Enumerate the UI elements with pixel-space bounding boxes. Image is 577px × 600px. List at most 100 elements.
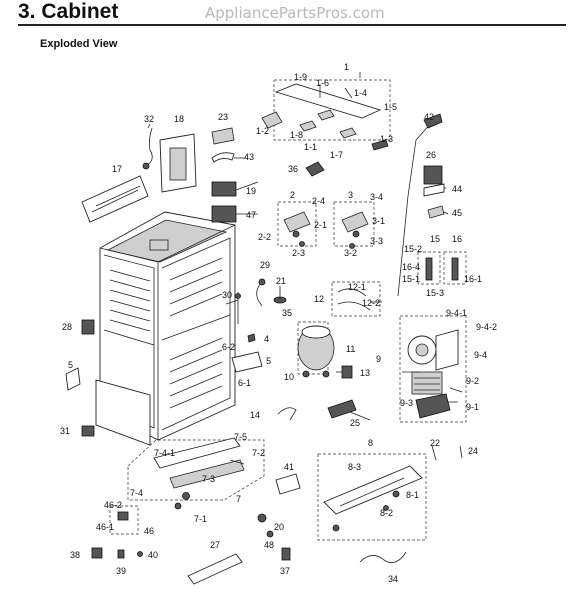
label-1-2: 1-2	[256, 126, 269, 136]
label-22: 22	[430, 438, 440, 448]
parts-15-16	[417, 251, 467, 285]
label-39: 39	[116, 566, 126, 576]
label-2-4: 2-4	[312, 196, 325, 206]
part-36-bracket	[305, 161, 325, 177]
parts-29-21-30	[235, 278, 287, 324]
label-14: 14	[250, 410, 260, 420]
label-26: 26	[426, 150, 436, 160]
title-divider	[18, 24, 566, 26]
cabinet-body	[95, 211, 236, 446]
part-13	[341, 365, 353, 379]
label-35: 35	[282, 308, 292, 318]
leader-lines	[147, 72, 463, 421]
label-9-2: 9-2	[466, 376, 479, 386]
label-1-1: 1-1	[304, 142, 317, 152]
label-15-3: 15-3	[426, 288, 444, 298]
label-40: 40	[148, 550, 158, 560]
label-11: 11	[346, 344, 355, 354]
label-7: 7	[236, 494, 241, 504]
label-7-4: 7-4	[130, 488, 143, 498]
label-1: 1	[344, 62, 349, 72]
part-2-hinge	[277, 201, 317, 247]
label-12-1: 12-1	[348, 282, 366, 292]
part-7-base-assembly	[127, 437, 265, 510]
label-28: 28	[62, 322, 72, 332]
label-8-2: 8-2	[380, 508, 393, 518]
label-25: 25	[350, 418, 360, 428]
label-1-6: 1-6	[316, 78, 329, 88]
label-18: 18	[174, 114, 184, 124]
label-30: 30	[222, 290, 232, 300]
label-16-1: 16-1	[464, 274, 482, 284]
parts-28-5-31	[65, 319, 95, 437]
label-6-1: 6-1	[238, 378, 251, 388]
label-24: 24	[468, 446, 478, 456]
label-3-2: 3-2	[344, 248, 357, 258]
label-3-3: 3-3	[370, 236, 383, 246]
part-labels: 1 1-9 1-6 1-4 1-5 1-2 1-8 1-1 1-7 1-3 32…	[60, 62, 497, 584]
label-46: 46	[144, 526, 154, 536]
label-46-2: 46-2	[104, 500, 122, 510]
label-1-4: 1-4	[354, 88, 367, 98]
part-32-cable	[142, 127, 153, 170]
part-4-6-bracket	[231, 333, 263, 373]
label-2-2: 2-2	[258, 232, 271, 242]
label-47: 47	[246, 210, 256, 220]
label-12: 12	[314, 294, 324, 304]
label-15-1: 15-1	[402, 274, 420, 284]
label-6: 5	[266, 356, 271, 366]
label-1-8: 1-8	[290, 130, 303, 140]
label-1-3: 1-3	[380, 134, 393, 144]
label-46-1: 46-1	[96, 522, 114, 532]
label-42: 42	[424, 112, 434, 122]
label-13: 13	[360, 368, 370, 378]
parts-14-25	[277, 399, 357, 421]
label-4: 4	[264, 334, 269, 344]
label-27: 27	[210, 540, 220, 550]
label-36: 36	[288, 164, 298, 174]
part-26-44-45	[423, 165, 445, 219]
label-7-4-1: 7-4-1	[154, 448, 175, 458]
label-9: 9	[376, 354, 381, 364]
parts-23-43-19-47	[211, 127, 237, 223]
label-7-1: 7-1	[194, 514, 207, 524]
label-8-3: 8-3	[348, 462, 361, 472]
label-8: 8	[368, 438, 373, 448]
label-10: 10	[284, 372, 294, 382]
label-34: 34	[388, 574, 398, 584]
part-1-top-cover	[261, 79, 391, 151]
label-16-4: 16-4	[402, 262, 420, 272]
label-15-2: 15-2	[404, 244, 422, 254]
label-17: 17	[112, 164, 122, 174]
label-1-9: 1-9	[294, 72, 307, 82]
label-7-5: 7-5	[234, 432, 247, 442]
label-29: 29	[260, 260, 270, 270]
label-9-4: 9-4	[474, 350, 487, 360]
label-41: 41	[284, 462, 294, 472]
label-48: 48	[264, 540, 274, 550]
label-6-2: 6-2	[222, 342, 235, 352]
label-9-3: 9-3	[400, 398, 413, 408]
label-15: 15	[430, 234, 440, 244]
label-7-2: 7-2	[252, 448, 265, 458]
label-9-4-1: 9-4-1	[446, 308, 467, 318]
label-1-5: 1-5	[384, 102, 397, 112]
label-21: 21	[276, 276, 286, 286]
label-2-1: 2-1	[314, 220, 327, 230]
part-11-compressor	[297, 321, 335, 378]
part-18-panel	[159, 133, 197, 193]
part-8-bottom-cover	[317, 453, 427, 541]
section-subtitle: Exploded View	[40, 38, 118, 50]
part-41-bracket	[275, 473, 301, 495]
label-3-1: 3-1	[372, 216, 385, 226]
label-3-4: 3-4	[370, 192, 383, 202]
label-5: 5	[68, 360, 73, 370]
bottom-small-parts	[91, 505, 407, 585]
label-31: 31	[60, 426, 70, 436]
watermark-text: AppliancePartsPros.com	[205, 4, 385, 22]
label-38: 38	[70, 550, 80, 560]
part-3-hinge	[333, 201, 375, 249]
part-42-tube	[397, 113, 443, 297]
page-title: 3. Cabinet	[18, 0, 119, 23]
